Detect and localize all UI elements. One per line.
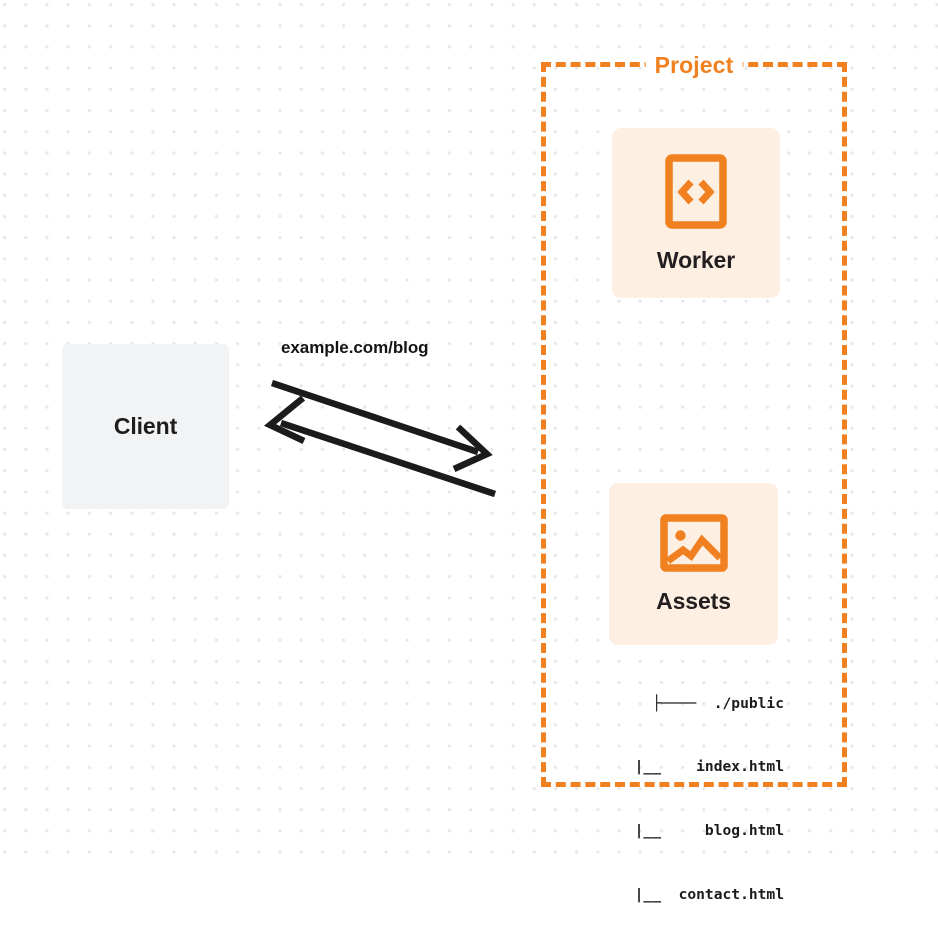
worker-node[interactable]: Worker xyxy=(612,128,780,298)
arrow-project-to-client xyxy=(263,395,497,498)
diagram-canvas: Client example.com/blog Project Worker xyxy=(62,50,847,903)
assets-label: Assets xyxy=(656,588,731,614)
code-brackets-icon xyxy=(665,153,727,229)
request-url-label: example.com/blog xyxy=(281,338,429,357)
project-container: Project xyxy=(541,50,847,787)
worker-label: Worker xyxy=(656,246,736,273)
project-title: Project xyxy=(645,50,743,80)
file-tree-row: |__ blog.html xyxy=(617,822,784,840)
client-node[interactable]: Client xyxy=(62,344,229,509)
file-tree-row: ├──── ./public xyxy=(652,694,784,712)
client-label: Client xyxy=(113,413,178,439)
assets-file-tree: ├──── ./public |__ index.html |__ blog.h… xyxy=(588,650,784,948)
assets-node[interactable]: Assets xyxy=(609,483,778,645)
file-tree-row: |__ index.html xyxy=(617,758,784,776)
image-picture-icon xyxy=(659,514,728,572)
file-tree-row: |__ contact.html xyxy=(617,886,784,904)
arrow-client-to-project xyxy=(270,379,493,472)
